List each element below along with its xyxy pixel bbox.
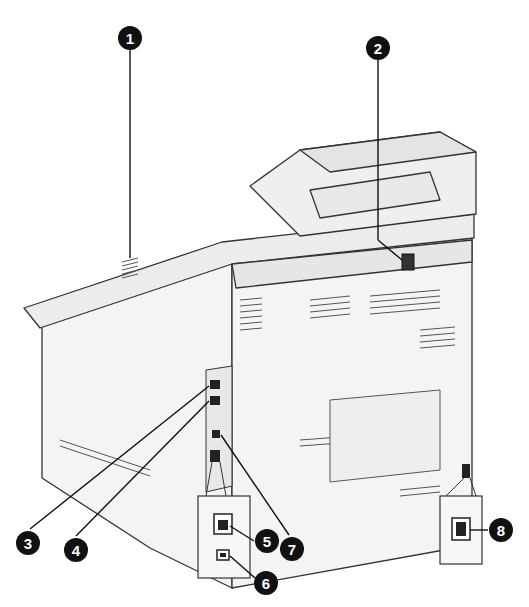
callout-number: 7 bbox=[280, 537, 304, 561]
callout-text: 1 bbox=[126, 31, 134, 46]
callout-text: 7 bbox=[288, 542, 296, 557]
callout-text: 8 bbox=[497, 523, 505, 538]
callout-number: 6 bbox=[254, 571, 278, 595]
callout-number: 5 bbox=[255, 529, 279, 553]
callout-text: 6 bbox=[262, 576, 270, 591]
callout-number: 1 bbox=[118, 26, 142, 50]
callout-text: 2 bbox=[374, 41, 382, 56]
callout-number: 8 bbox=[489, 518, 513, 542]
callout-number: 4 bbox=[64, 538, 88, 562]
callout-text: 3 bbox=[24, 536, 32, 551]
callout-number: 2 bbox=[366, 36, 390, 60]
callout-text: 4 bbox=[72, 543, 80, 558]
callout-text: 5 bbox=[263, 534, 271, 549]
callout-number: 3 bbox=[16, 531, 40, 555]
